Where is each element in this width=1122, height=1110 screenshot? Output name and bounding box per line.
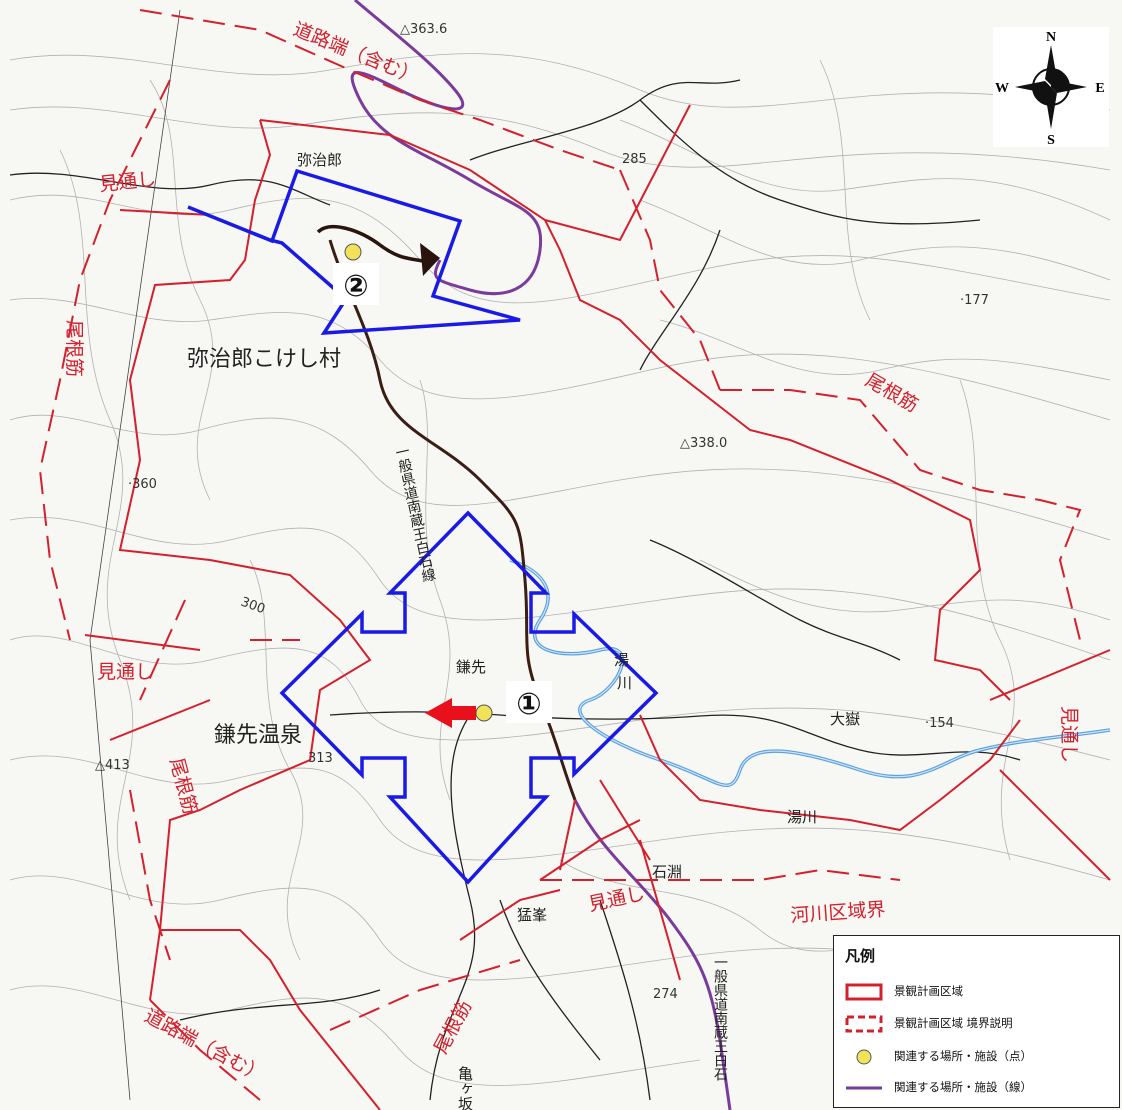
compass-rose-icon: N S W E [995,30,1105,148]
elev-338: △338.0 [680,436,727,451]
solid-red-rect-icon [845,983,883,1001]
legend-item-related-point: 関連する場所・施設（点） [834,1045,1119,1069]
label-sightline-right: 見通し [1058,706,1080,763]
legend-item-boundary-explanation: 景観計画区域 境界説明 [834,1012,1119,1036]
marker-1: ① [516,687,541,722]
label-ishibuchi: 石淵 [652,863,682,881]
label-yu-b: 川 [617,674,632,692]
compass-n: N [1046,30,1056,45]
compass-w: W [995,81,1009,96]
landscape-plan-boundary [84,104,1111,1110]
label-route-name-bottom: 一般県道南蔵王白石 [712,955,728,1081]
elev-413: △413 [95,758,130,773]
boundary-explanation-lines [38,9,1082,1101]
label-ridge-left: 尾根筋 [63,320,85,377]
legend-label: 関連する場所・施設（線） [894,1080,1032,1094]
purple-line-icon [846,1086,882,1090]
legend-label: 景観計画区域 境界説明 [894,1016,1013,1030]
label-okura: 大嶽 [830,710,860,728]
label-kamegasaka: 亀ヶ坂 [456,1066,474,1110]
yellow-circle-icon [856,1049,872,1065]
elev-154: ·154 [925,716,954,731]
compass: N S W E [993,27,1109,148]
related-facility-line [350,0,732,1110]
legend-item-landscape-area: 景観計画区域 [834,980,1119,1004]
compass-e: E [1095,81,1104,96]
viewpoint-area-1 [279,510,659,885]
poi-point-2-icon [344,243,362,261]
elev-363: △363.6 [400,22,447,37]
label-yu-a: 湯 [614,651,629,669]
legend-label: 景観計画区域 [894,984,963,998]
legend-title: 凡例 [845,947,876,965]
label-kamasaki: 鎌先 [456,658,486,676]
elev-274: 274 [653,987,678,1002]
legend-item-related-line: 関連する場所・施設（線） [834,1076,1119,1100]
label-yu-river: 湯川 [787,808,817,826]
view-direction-arrow [425,698,476,728]
dashed-red-rect-icon [845,1015,883,1033]
elev-313: 313 [308,751,333,766]
elev-360: ·360 [128,477,157,492]
viewpoint-area-2 [187,168,521,335]
legend-label: 関連する場所・施設（点） [894,1049,1032,1063]
label-yajiro: 弥治郎 [297,151,342,169]
label-sightline-left: 見通し [97,661,154,683]
compass-s: S [1047,133,1055,147]
poi-point-1-icon [475,704,493,722]
marker-2: ② [343,269,368,304]
label-kamasaki-onsen: 鎌先温泉 [214,723,302,748]
route-arrow-head [420,243,440,276]
label-mosan: 猛峯 [517,906,547,924]
label-yajiro-kokeshi: 弥治郎こけし村 [187,347,341,372]
elev-177: ·177 [960,293,989,308]
route-arrow-line [316,224,429,264]
map-legend: 凡例 景観計画区域 景観計画区域 境界説明 関連する場所・施設（点） 関連する場… [833,935,1120,1108]
elev-285: 285 [622,152,647,167]
